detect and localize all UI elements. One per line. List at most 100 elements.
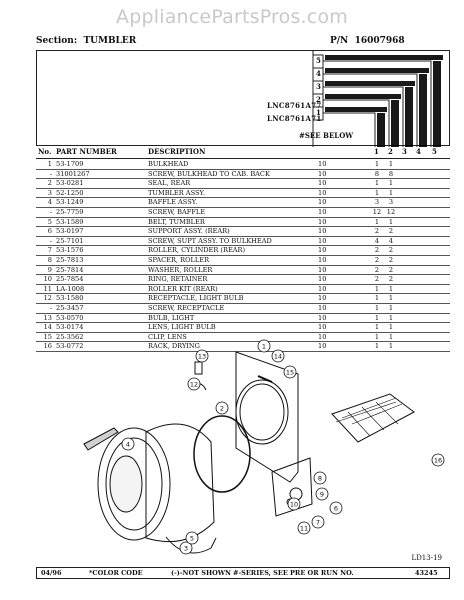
cell-m1: 1 [374,179,380,188]
cell-qty: 10 [318,227,327,236]
cell-m1: 4 [374,236,380,245]
cell-m2: 1 [388,342,394,351]
column-header: No. PART NUMBER DESCRIPTION 1 2 3 4 5 [36,146,450,159]
model-number-a: LNC8761A77 [267,101,322,110]
cell-m1: 3 [374,198,380,207]
cell-m1: 1 [374,284,380,293]
cell-m2: 2 [388,227,394,236]
callout-15: 15 [283,365,297,379]
cell-desc: SUPPORT ASSY. (REAR) [148,227,230,236]
cell-desc: BELT, TUMBLER [148,217,205,226]
cell-no: 6 [47,227,52,236]
cell-desc: BAFFLE ASSY. [148,198,198,207]
cell-no: 3 [47,188,52,197]
cell-part: 31001267 [56,169,90,178]
cell-m2: 8 [388,169,394,178]
cell-part: 25-7101 [56,236,84,245]
col-model-3: 3 [402,147,407,156]
cell-no: 13 [43,313,52,322]
cell-desc: SCREW, SUPT ASSY. TO BULKHEAD [148,236,272,245]
cell-desc: RECEPTACLE, LIGHT BULB [148,294,244,303]
cell-desc: RING, RETAINER [148,275,208,284]
cell-no: 11 [43,284,52,293]
cell-no: 10 [43,275,52,284]
model-box: 5 4 3 2 1 LNC8761A77 LNC8761A71 #SEE BEL… [36,50,450,147]
parts-sheet: Section: TUMBLER P/N 16007968 [36,34,450,590]
cell-m2: 1 [388,294,394,303]
model-box-4: 4 [316,69,322,78]
roller-plate-shape [271,457,313,517]
cell-desc: BULB, LIGHT [148,313,195,322]
cell-desc: WASHER, ROLLER [148,265,213,274]
cell-m2: 4 [388,236,394,245]
cell-part: 53-0197 [56,227,84,236]
model-number-b: LNC8761A71 [267,114,322,123]
svg-text:12: 12 [190,381,198,389]
see-below-label: #SEE BELOW [299,131,354,140]
cell-m1: 2 [374,246,380,255]
cell-no: 9 [47,265,52,274]
cell-m2: 1 [388,284,394,293]
cell-m1: 2 [374,227,380,236]
svg-text:15: 15 [286,369,294,377]
cell-qty: 10 [318,323,327,332]
cell-m2: 1 [388,217,394,226]
callout-3: 3 [179,541,193,555]
cell-m2: 2 [388,255,394,264]
callout-8: 8 [313,471,327,485]
svg-text:10: 10 [290,501,298,509]
cell-desc: TUMBLER ASSY. [148,188,206,197]
svg-text:16: 16 [434,457,442,465]
callout-9: 9 [315,487,329,501]
cell-m1: 2 [374,255,380,264]
cell-m1: 1 [374,313,380,322]
bulb-shape [194,361,203,375]
cell-m2: 1 [388,188,394,197]
cell-part: 25-7854 [56,275,84,284]
baffle-shape [83,427,119,451]
cell-qty: 10 [318,207,327,216]
cell-part: 53-1576 [56,246,84,255]
col-model-1: 1 [374,147,379,156]
cell-desc: SCREW, RECEPTACLE [148,303,225,312]
svg-text:3: 3 [184,545,188,553]
cell-part: 53-0174 [56,323,84,332]
callout-10: 10 [287,497,301,511]
cell-no: 16 [43,342,52,351]
cell-no: 2 [47,179,52,188]
cell-qty: 10 [318,265,327,274]
cell-m2: 1 [388,303,394,312]
callout-4: 4 [121,437,135,451]
cell-m1: 1 [374,332,380,341]
cell-desc: RACK, DRYING [148,342,200,351]
cell-desc: ROLLER, CYLINDER (REAR) [148,246,246,255]
tumbler-front [97,427,171,541]
cell-part: 52-1250 [56,188,84,197]
svg-text:2: 2 [220,405,224,413]
rear-seal-shape [193,415,251,493]
cell-part: 25-7759 [56,207,84,216]
svg-text:9: 9 [320,491,324,499]
col-model-2: 2 [388,147,393,156]
cell-part: 25-7813 [56,255,84,264]
cell-part: 53-0281 [56,179,84,188]
cell-no: 7 [47,246,52,255]
cell-m2: 2 [388,265,394,274]
cell-m2: 1 [388,313,394,322]
part-number-title: P/N 16007968 [330,36,405,46]
cell-desc: CLIP, LENS [148,332,187,341]
cell-m2: 12 [386,207,396,216]
